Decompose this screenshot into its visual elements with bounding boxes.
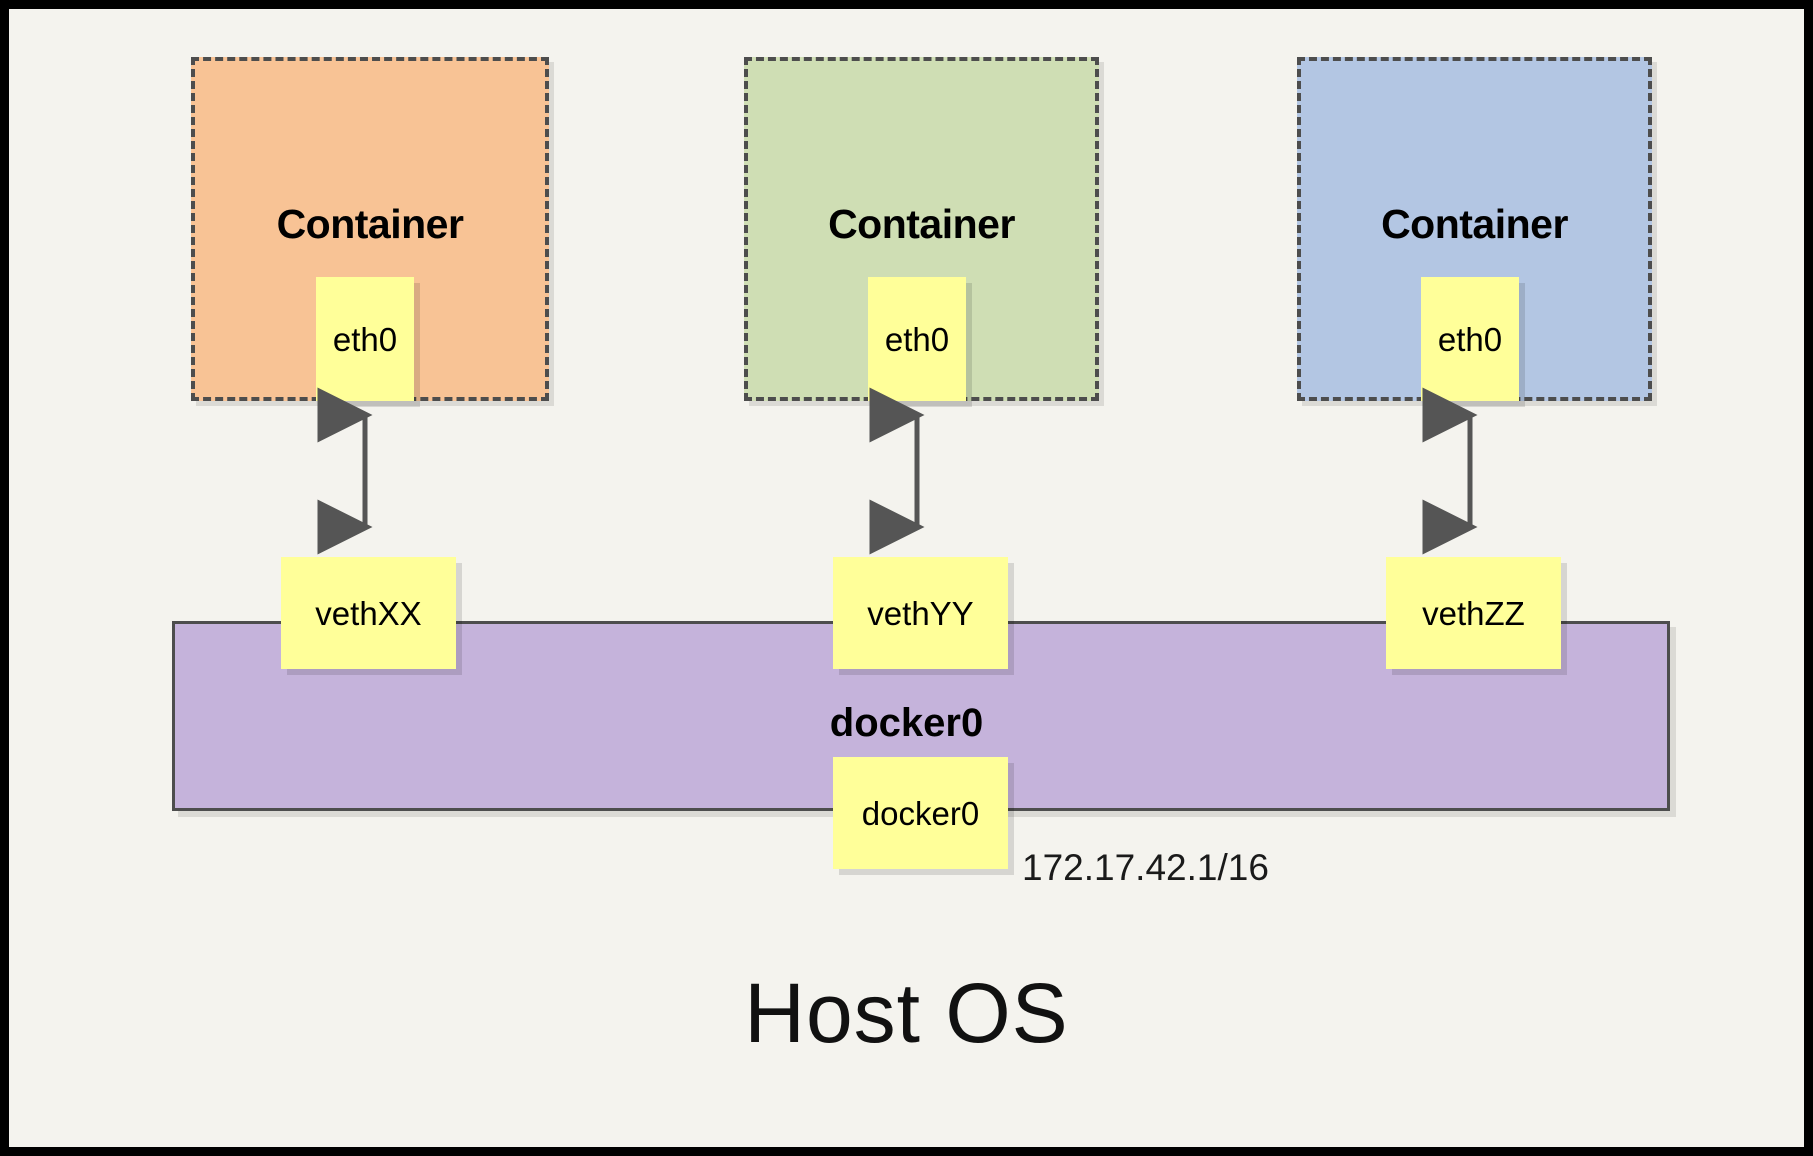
container-eth0-label-2: eth0: [884, 320, 950, 358]
veth-label-2: vethYY: [867, 594, 974, 632]
link-arrow-3: [1422, 387, 1478, 555]
container-eth0-box-2: eth0: [868, 277, 966, 401]
docker0-bridge-label: docker0: [829, 701, 984, 745]
container-eth0-box-3: eth0: [1421, 277, 1519, 401]
container-eth0-label-3: eth0: [1437, 320, 1503, 358]
container-eth0-label-1: eth0: [332, 320, 398, 358]
docker0-ip-label: 172.17.42.1/16: [1022, 847, 1269, 888]
veth-box-2: vethYY: [833, 557, 1008, 669]
host-os-label: Host OS: [744, 966, 1069, 1060]
container-title-2: Container: [828, 201, 1015, 247]
container-eth0-box-1: eth0: [316, 277, 414, 401]
veth-label-3: vethZZ: [1422, 594, 1525, 632]
container-title-1: Container: [276, 201, 464, 247]
container-title-3: Container: [1381, 201, 1568, 247]
veth-box-1: vethXX: [281, 557, 456, 669]
docker0-interface-label: docker0: [861, 794, 980, 832]
link-arrow-2: [869, 387, 925, 555]
link-arrow-1: [317, 387, 373, 555]
veth-label-1: vethXX: [315, 594, 422, 632]
docker0-interface-box: docker0: [833, 757, 1008, 869]
veth-box-3: vethZZ: [1386, 557, 1561, 669]
